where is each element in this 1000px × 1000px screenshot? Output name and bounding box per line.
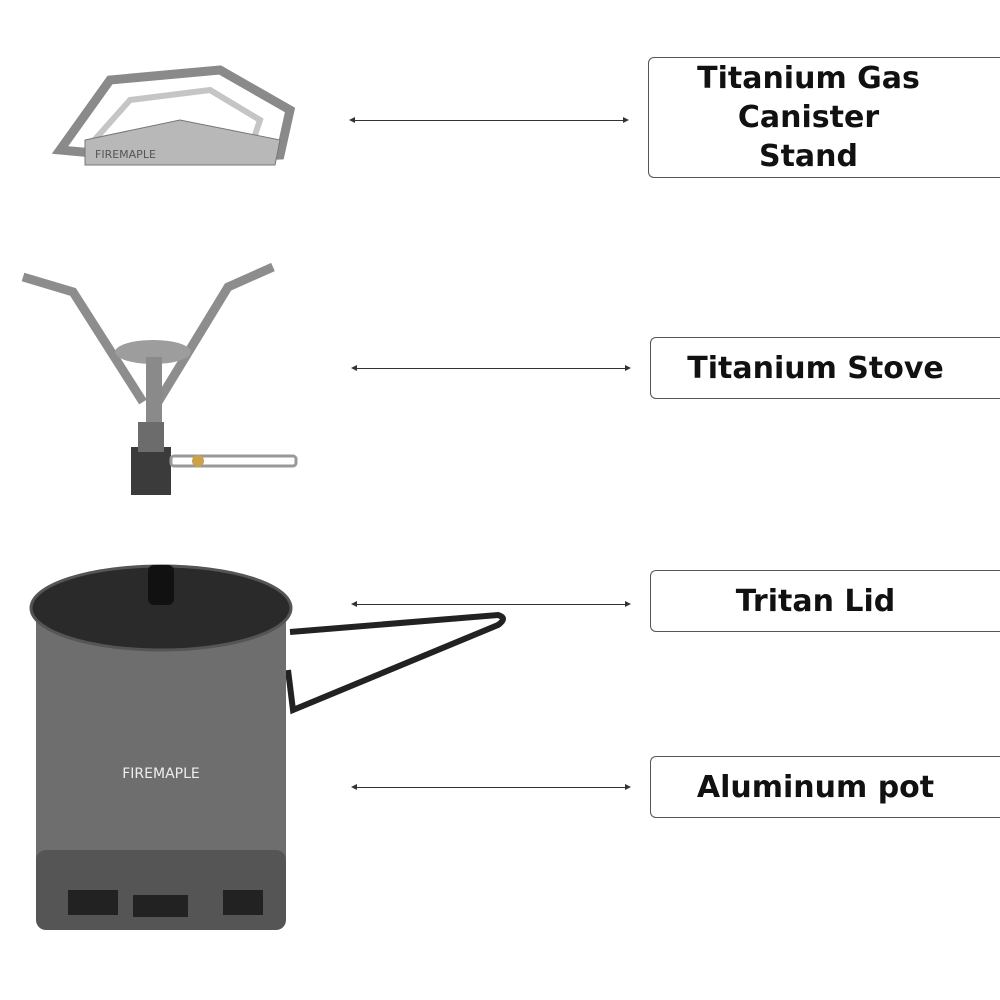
stove-image <box>21 262 298 495</box>
label-text: Tritan Lid <box>735 583 896 619</box>
label-text: Titanium Gas Canister Stand <box>697 61 920 174</box>
label-aluminum-pot: Aluminum pot <box>650 756 1000 818</box>
arrow-pot <box>351 784 631 790</box>
label-tritan-lid: Tritan Lid <box>650 570 1000 632</box>
pot-image: FIREMAPLE <box>29 564 506 930</box>
svg-text:FIREMAPLE: FIREMAPLE <box>95 148 156 161</box>
label-text: Titanium Stove <box>687 350 944 386</box>
label-text: Aluminum pot <box>696 769 935 805</box>
label-titanium-gas-canister-stand: Titanium Gas Canister Stand <box>648 57 1000 178</box>
arrow-lid <box>351 601 631 607</box>
arrow-stand <box>349 117 629 123</box>
label-titanium-stove: Titanium Stove <box>650 337 1000 399</box>
arrow-stove <box>351 365 631 371</box>
svg-text:FIREMAPLE: FIREMAPLE <box>122 766 200 782</box>
canister-stand-image: FIREMAPLE <box>51 65 296 166</box>
